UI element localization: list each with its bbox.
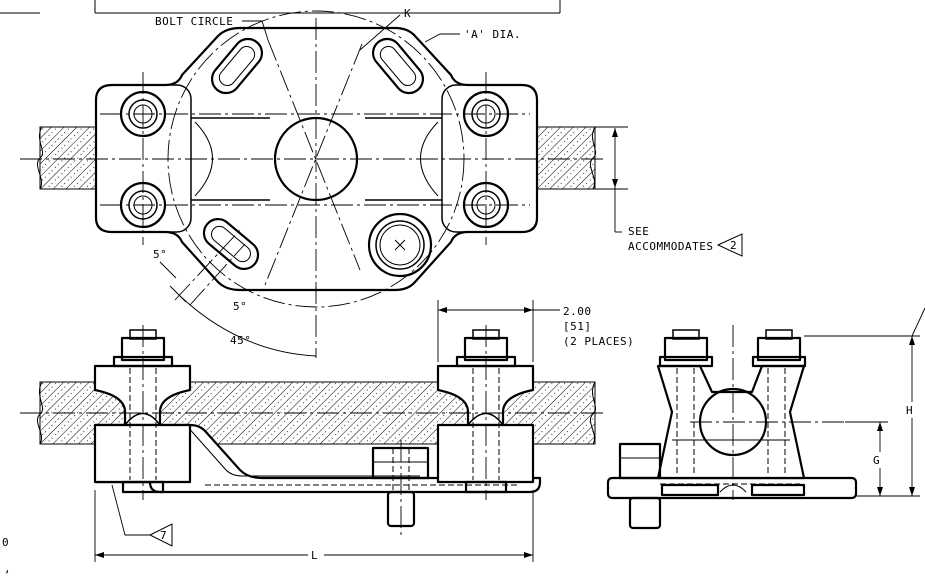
top-view-annotations: BOLT CIRCLE K 'A' DIA. SEE ACCOMMODATES …	[153, 7, 743, 347]
front-view-dimensions: 2.00 [51] (2 PLACES) L 7	[94, 300, 634, 562]
angle-5-lower: 5°	[233, 300, 247, 313]
top-border	[0, 0, 561, 14]
a-dia-label: 'A' DIA.	[464, 28, 521, 41]
margin-mark-1: 0	[2, 536, 9, 549]
left-clamp-block	[95, 84, 192, 233]
note-flag-7: 7	[148, 523, 173, 547]
margin-mark-2: ,	[4, 562, 11, 575]
dim-2-places: (2 PLACES)	[563, 335, 634, 348]
right-clamp-block	[441, 84, 538, 233]
note-2-number: 2	[730, 239, 737, 252]
see-label: SEE	[628, 225, 649, 238]
side-view-dimensions: H G	[804, 307, 925, 497]
dim-51: [51]	[563, 320, 592, 333]
top-view	[20, 10, 605, 358]
dim-2-00: 2.00	[563, 305, 592, 318]
dim-g: G	[873, 454, 880, 467]
front-view	[20, 325, 605, 535]
dim-h: H	[906, 404, 913, 417]
bolt-circle-label: BOLT CIRCLE	[155, 15, 233, 28]
dim-l: L	[311, 549, 318, 562]
angle-5-upper: 5°	[153, 248, 167, 261]
k-label: K	[404, 7, 411, 20]
bottom-left-slot	[202, 217, 260, 271]
angle-45: 45°	[230, 334, 251, 347]
top-right-slot	[371, 37, 425, 95]
note-7-number: 7	[160, 529, 167, 542]
side-view	[606, 325, 858, 530]
note-flag-2: 2	[716, 233, 743, 257]
mounting-stud-top	[367, 212, 433, 278]
top-left-slot	[210, 37, 264, 95]
accommodates-label: ACCOMMODATES	[628, 240, 713, 253]
